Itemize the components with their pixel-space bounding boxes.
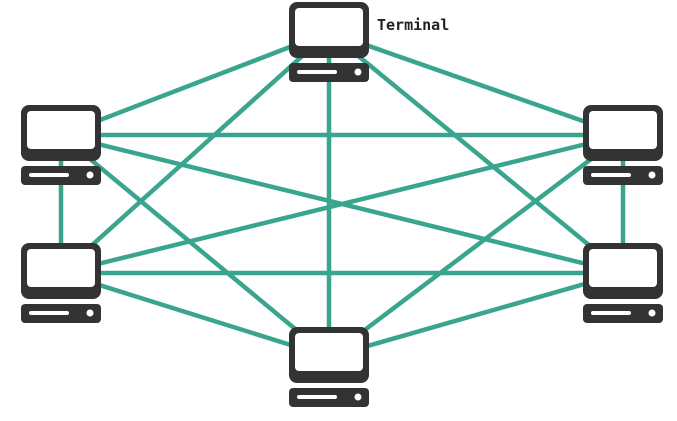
monitor-screen xyxy=(27,111,95,149)
link-upper-right-lower-left xyxy=(58,132,626,276)
monitor-screen xyxy=(295,333,363,371)
link-upper-right-bottom xyxy=(326,132,626,360)
link-top-lower-left xyxy=(58,29,332,276)
link-top-lower-right xyxy=(326,29,626,276)
terminal-label: Terminal xyxy=(377,16,450,34)
power-light xyxy=(354,68,362,76)
link-lower-left-bottom xyxy=(58,270,332,360)
drive-slot xyxy=(297,70,337,74)
drive-slot xyxy=(29,311,69,315)
computer-terminal-icon xyxy=(583,105,663,185)
computer-terminal-icon xyxy=(583,243,663,323)
power-light xyxy=(354,393,362,401)
drive-slot xyxy=(29,173,69,177)
computer-terminal-icon xyxy=(289,327,369,407)
drive-slot xyxy=(297,395,337,399)
monitor-screen xyxy=(27,249,95,287)
monitor-screen xyxy=(589,249,657,287)
drive-slot xyxy=(591,173,631,177)
power-light xyxy=(86,309,94,317)
link-top-upper-right xyxy=(326,29,626,138)
drive-slot xyxy=(591,311,631,315)
computer-terminal-icon xyxy=(21,105,101,185)
monitor-screen xyxy=(589,111,657,149)
link-upper-left-bottom xyxy=(58,132,332,360)
link-top-upper-left xyxy=(58,29,332,138)
computer-terminal-icon xyxy=(21,243,101,323)
nodes-layer xyxy=(21,2,663,407)
link-lower-right-bottom xyxy=(326,270,626,360)
computer-terminal-icon xyxy=(289,2,369,82)
power-light xyxy=(648,171,656,179)
power-light xyxy=(86,171,94,179)
power-light xyxy=(648,309,656,317)
monitor-screen xyxy=(295,8,363,46)
